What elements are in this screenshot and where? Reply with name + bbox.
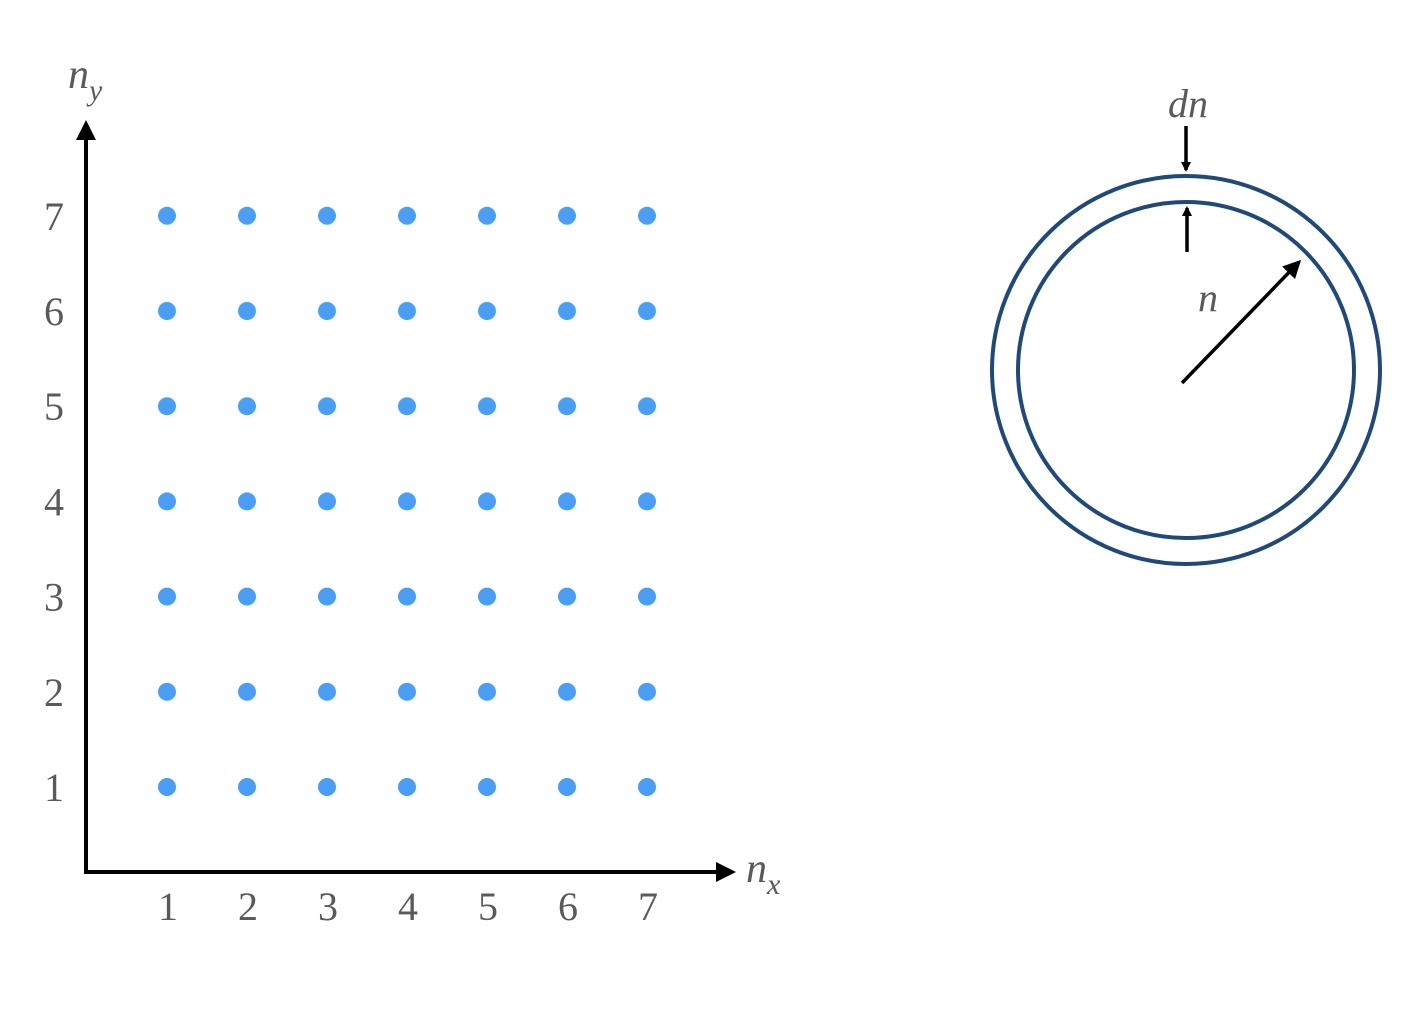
lattice-point-1-4 xyxy=(158,492,176,511)
lattice-point-3-4 xyxy=(318,492,336,511)
inner-circle xyxy=(1016,200,1356,540)
lattice-point-4-3 xyxy=(398,587,416,606)
lattice-point-6-5 xyxy=(558,397,576,416)
lattice-point-2-4 xyxy=(238,492,256,511)
lattice-point-4-1 xyxy=(398,778,416,796)
lattice-point-1-6 xyxy=(158,302,176,320)
lattice-point-4-5 xyxy=(398,397,416,416)
lattice-point-7-7 xyxy=(638,206,656,225)
lattice-point-6-2 xyxy=(558,682,576,701)
lattice-point-4-6 xyxy=(398,302,416,320)
y-tick-label: 2 xyxy=(44,670,64,715)
lattice-point-7-2 xyxy=(638,682,656,701)
x-axis-arrowhead xyxy=(716,862,736,882)
lattice-point-3-2 xyxy=(318,682,336,701)
x-axis-label: nx xyxy=(746,846,781,901)
x-axis-symbol: n xyxy=(746,846,767,892)
x-tick-labels: 1 2 3 4 5 6 7 xyxy=(158,884,658,929)
x-tick-label: 2 xyxy=(238,884,258,929)
lattice-point-5-1 xyxy=(478,778,496,796)
lattice-point-5-6 xyxy=(478,302,496,320)
lattice-point-1-5 xyxy=(158,397,176,416)
y-tick-label: 3 xyxy=(44,575,64,620)
x-tick-label: 6 xyxy=(558,884,578,929)
lattice-point-3-7 xyxy=(318,206,336,225)
y-tick-label: 6 xyxy=(44,289,64,334)
lattice-point-6-7 xyxy=(558,206,576,225)
radius-label: n xyxy=(1198,275,1218,320)
x-tick-label: 3 xyxy=(318,884,338,929)
lattice-point-3-3 xyxy=(318,587,336,606)
lattice-points xyxy=(158,206,656,796)
y-axis-symbol: n xyxy=(68,52,89,98)
radius-arrow xyxy=(1180,259,1302,385)
lattice-point-1-7 xyxy=(158,206,176,225)
shell-diagram: dn n xyxy=(990,81,1382,566)
lattice-point-2-5 xyxy=(238,397,256,416)
lattice-point-6-3 xyxy=(558,587,576,606)
lattice-point-7-1 xyxy=(638,778,656,796)
shell-label: dn xyxy=(1168,81,1208,126)
y-axis-label: ny xyxy=(68,52,103,107)
lattice-point-1-3 xyxy=(158,587,176,606)
lattice-point-6-4 xyxy=(558,492,576,511)
y-tick-label: 4 xyxy=(44,479,64,524)
outer-circle xyxy=(990,174,1382,566)
x-tick-label: 7 xyxy=(638,884,658,929)
x-axis-subscript: x xyxy=(766,868,781,901)
lattice-point-7-6 xyxy=(638,302,656,320)
lattice-point-7-3 xyxy=(638,587,656,606)
lattice-point-1-2 xyxy=(158,682,176,701)
lattice-point-2-6 xyxy=(238,302,256,320)
lattice-point-4-7 xyxy=(398,206,416,225)
lattice-point-5-5 xyxy=(478,397,496,416)
lattice-point-2-1 xyxy=(238,778,256,796)
lattice-point-5-7 xyxy=(478,206,496,225)
lattice-point-2-2 xyxy=(238,682,256,701)
lattice-point-3-5 xyxy=(318,397,336,416)
y-tick-label: 1 xyxy=(44,765,64,810)
lattice-point-2-3 xyxy=(238,587,256,606)
lattice-point-6-6 xyxy=(558,302,576,320)
lattice-point-7-4 xyxy=(638,492,656,511)
y-tick-label: 5 xyxy=(44,384,64,429)
lattice-point-4-2 xyxy=(398,682,416,701)
lattice-point-5-4 xyxy=(478,492,496,511)
lattice-point-6-1 xyxy=(558,778,576,796)
lattice-point-3-1 xyxy=(318,778,336,796)
y-axis-arrowhead xyxy=(76,120,96,140)
y-axis-subscript: y xyxy=(86,74,103,107)
x-tick-label: 5 xyxy=(478,884,498,929)
lattice-point-1-1 xyxy=(158,778,176,796)
x-tick-label: 4 xyxy=(398,884,418,929)
lattice-point-4-4 xyxy=(398,492,416,511)
lattice-point-7-5 xyxy=(638,397,656,416)
y-tick-label: 7 xyxy=(44,194,64,239)
lattice-point-5-3 xyxy=(478,587,496,606)
lattice-point-2-7 xyxy=(238,206,256,225)
lattice-point-5-2 xyxy=(478,682,496,701)
lattice-point-3-6 xyxy=(318,302,336,320)
y-tick-labels: 1 2 3 4 5 6 7 xyxy=(44,194,64,810)
x-tick-label: 1 xyxy=(158,884,178,929)
